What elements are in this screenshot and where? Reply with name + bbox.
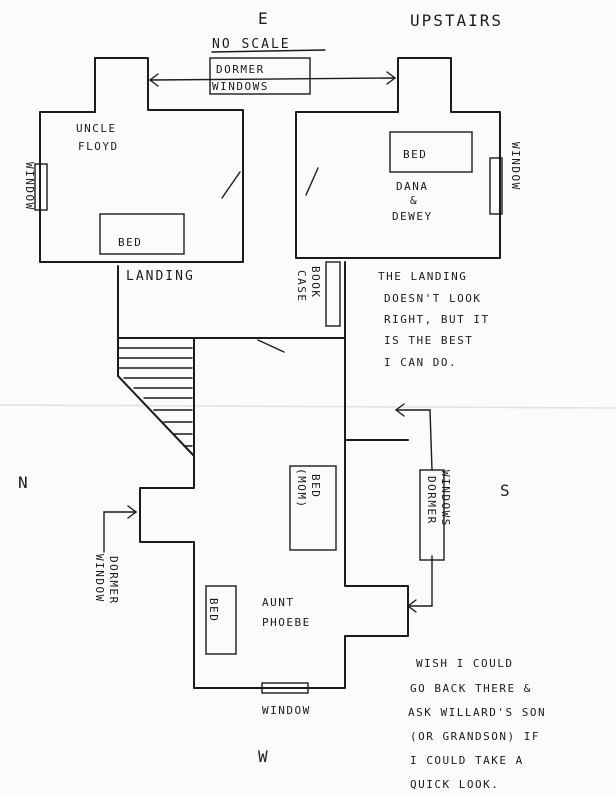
dormer-top-line1: DORMER (216, 63, 265, 76)
bookcase-frame (325, 261, 341, 327)
room-label-amp: & (410, 194, 418, 207)
bookcase-label-case: CASE (295, 270, 308, 303)
bed-label-phoebe: BED (207, 598, 220, 622)
wish-note-2: GO BACK THERE & (410, 682, 532, 695)
arrow-head-right-top (394, 403, 405, 417)
door-landing (257, 339, 285, 353)
dormer-right-line2: WINDOWS (439, 470, 452, 527)
room-label-dewey: DEWEY (392, 210, 433, 223)
room-label-uncle: UNCLE (76, 122, 117, 135)
wish-note-5: I COULD TAKE A (410, 754, 524, 767)
compass-east: E (258, 9, 270, 28)
dormer-left-line2: WINDOW (93, 554, 106, 603)
window-right-label: WINDOW (509, 142, 522, 191)
dormer-arrow-line (149, 77, 396, 81)
stair-treads (117, 347, 193, 447)
lower-floor-wall (139, 439, 409, 689)
wish-note-3: ASK WILLARD'S SON (408, 706, 546, 719)
bed-mom-frame (289, 465, 337, 551)
bed-label-floyd: BED (118, 236, 142, 249)
landing-label: LANDING (126, 269, 195, 284)
arrow-head-right-bottom (406, 599, 417, 613)
room-dana-dewey-wall (295, 57, 501, 259)
window-left-label: WINDOW (23, 162, 36, 211)
no-scale-note: NO SCALE (212, 37, 291, 52)
window-left-frame (34, 163, 48, 211)
room-label-floyd: FLOYD (78, 140, 119, 153)
room-label-dana: DANA (396, 180, 429, 193)
bed-phoebe-frame (205, 585, 237, 655)
compass-south: S (500, 481, 512, 500)
dormer-top-line2: WINDOWS (212, 80, 269, 93)
dormer-label-box (209, 57, 311, 95)
bed-label-mom: BED (309, 474, 322, 498)
arrow-head-left (148, 73, 159, 87)
bed-label-dana: BED (403, 148, 427, 161)
wish-note-6: QUICK LOOK. (410, 778, 499, 791)
room-uncle-floyd-wall (39, 57, 244, 263)
landing-note-2: DOESN'T LOOK (384, 292, 481, 305)
door-floyd (221, 171, 241, 199)
stair-diagonal (117, 337, 195, 457)
landing-note-1: THE LANDING (378, 270, 467, 283)
dormer-left-line1: DORMER (107, 556, 120, 605)
page-title: UPSTAIRS (410, 11, 503, 30)
landing-note-5: I CAN DO. (384, 356, 457, 369)
room-label-aunt: AUNT (262, 596, 295, 609)
window-bottom-frame (261, 682, 309, 694)
bed-dana-frame (389, 131, 473, 173)
landing-note-4: IS THE BEST (384, 334, 473, 347)
room-label-phoebe: PHOEBE (262, 616, 311, 629)
compass-west: W (258, 747, 270, 766)
paper-fold (0, 404, 616, 409)
stair-right-wall (117, 337, 195, 457)
landing-note-3: RIGHT, BUT IT (384, 313, 490, 326)
window-bottom-label: WINDOW (262, 704, 311, 717)
dormer-right-bracket-top (429, 409, 433, 471)
door-dana (305, 167, 319, 196)
dormer-right-label-box (419, 469, 445, 561)
no-scale-underline (211, 49, 326, 53)
wish-note-1: WISH I COULD (416, 657, 513, 670)
bed-label-mom-paren: (MOM) (295, 468, 308, 509)
wish-note-4: (OR GRANDSON) IF (410, 730, 540, 743)
compass-north: N (18, 473, 30, 492)
bed-floyd-frame (99, 213, 185, 255)
window-right-frame (489, 157, 503, 215)
arrow-head-right (386, 71, 397, 85)
bookcase-label-book: BOOK (309, 266, 322, 299)
dormer-right-line1: DORMER (425, 476, 438, 525)
arrow-head-left-dormer (127, 505, 138, 519)
